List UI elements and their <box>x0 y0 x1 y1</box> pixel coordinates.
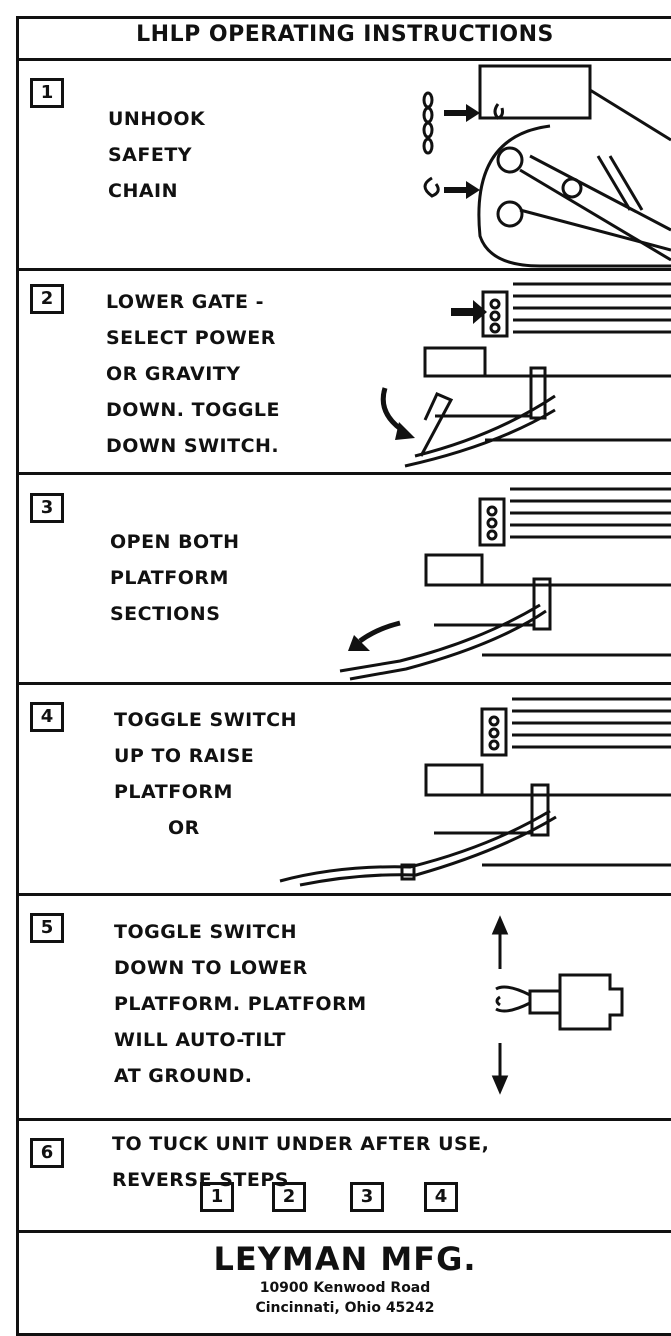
step-number: 6 <box>30 1138 64 1168</box>
step-text: TO TUCK UNIT UNDER AFTER USE, REVERSE ST… <box>112 1133 490 1191</box>
step-number: 4 <box>30 702 64 732</box>
step-text: TOGGLE SWITCH DOWN TO LOWER PLATFORM. PL… <box>114 921 367 1087</box>
divider <box>16 1230 671 1233</box>
liftgate-illustration <box>339 487 671 681</box>
company-address: 10900 Kenwood Road <box>259 1280 431 1296</box>
step-number: 3 <box>30 493 64 523</box>
company-address: Cincinnati, Ohio 45242 <box>255 1300 435 1316</box>
step-text: OPEN BOTH PLATFORM SECTIONS <box>110 531 240 625</box>
divider <box>16 268 671 271</box>
liftgate-illustration <box>279 697 671 887</box>
step-number: 2 <box>30 284 64 314</box>
page-title: LHLP OPERATING INSTRUCTIONS <box>136 22 554 47</box>
step-number: 1 <box>30 78 64 108</box>
reverse-step-box: 3 <box>350 1182 384 1212</box>
instruction-card <box>16 16 671 1336</box>
step-text: TOGGLE SWITCH UP TO RAISE PLATFORM OR <box>114 709 298 839</box>
step-text: LOWER GATE - SELECT POWER OR GRAVITY DOW… <box>106 291 281 457</box>
divider <box>16 1118 671 1121</box>
toggle-switch-icon <box>491 915 624 1095</box>
reverse-step-box: 1 <box>200 1182 234 1212</box>
liftgate-illustration <box>380 282 671 468</box>
step-number: 5 <box>30 913 64 943</box>
reverse-step-box: 2 <box>272 1182 306 1212</box>
divider <box>16 893 671 896</box>
divider <box>16 58 671 61</box>
reverse-step-box: 4 <box>424 1182 458 1212</box>
company-name: LEYMAN MFG. <box>213 1240 477 1278</box>
safety-chain-icon <box>422 64 671 268</box>
divider <box>16 472 671 475</box>
step-text: UNHOOK SAFETY CHAIN <box>108 108 206 202</box>
divider <box>16 682 671 685</box>
